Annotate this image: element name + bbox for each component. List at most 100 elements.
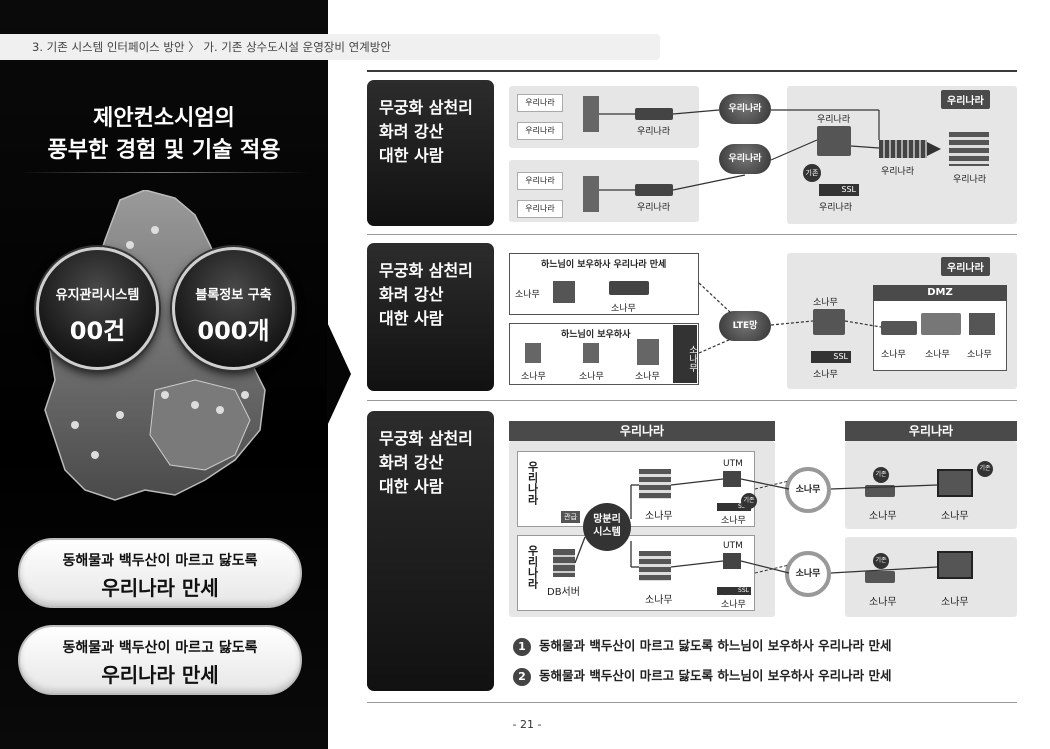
pill-line2: 우리나라 만세 xyxy=(101,576,219,600)
bottom-rule xyxy=(367,702,1017,703)
gijon-badge: 기존 xyxy=(977,461,993,477)
node-label: 우리나라 xyxy=(881,167,915,177)
pc-monitor-icon xyxy=(937,551,973,579)
section-title-line: 무궁화 삼천리 xyxy=(379,429,473,448)
device-icon xyxy=(637,339,659,365)
stat-label: 블록정보 구축 xyxy=(195,288,272,303)
gijon-badge: 기존 xyxy=(873,467,889,483)
node-label: 소나무 xyxy=(941,597,969,608)
node-label: 소나무 xyxy=(645,595,673,606)
node-label: 소나무 xyxy=(635,372,660,382)
section-title-line: 무궁화 삼천리 xyxy=(379,98,473,117)
section-diagram: 우리나라 우리나라 우리나라 우리나라 우리나라 우리나라 우리나라 우리나라 … xyxy=(501,80,1017,226)
node-label: 소나무 xyxy=(869,511,897,522)
box-title: 하느님이 보우하사 우리나라 만세 xyxy=(541,260,667,270)
device-label: 우리나라 xyxy=(637,203,671,213)
ssl-device: SSL xyxy=(811,351,851,363)
node-label: 소나무 xyxy=(521,372,546,382)
node-label: 소나무 xyxy=(611,304,636,314)
sensor-icon xyxy=(553,281,575,303)
zone-label: 우리나라 xyxy=(526,461,539,505)
pill-line1: 동해물과 백두산이 마르고 닳도록 xyxy=(62,553,258,569)
breadcrumb: 3. 기존 시스템 인터페이스 방안 〉 가. 기존 상수도시설 운영장비 연계… xyxy=(0,34,660,60)
server-stack-icon xyxy=(639,551,671,581)
node-label: 소나무 xyxy=(941,511,969,522)
arrow-icon xyxy=(927,142,941,156)
network-node: 소나무 xyxy=(785,551,831,597)
stat-circle-block: 블록정보 구축 000개 xyxy=(172,247,295,370)
network-node: 소나무 xyxy=(785,467,831,513)
left-title-line2: 풍부한 경험 및 기술 적용 xyxy=(47,138,281,163)
section-title-line: 대한 사람 xyxy=(379,146,444,165)
node-label: 우리나라 xyxy=(817,115,851,125)
device-label: 우리나라 xyxy=(637,127,671,137)
node-label: 소나무 xyxy=(869,597,897,608)
center-header-right: 우리나라 xyxy=(845,421,1017,441)
server-rack-icon xyxy=(879,140,927,158)
node-label: 소나무 xyxy=(881,350,906,360)
connection-lines xyxy=(599,109,880,191)
network-separation-system: 망분리 시스템 xyxy=(583,503,631,551)
server-stack-icon xyxy=(639,469,671,499)
center-header-left: 우리나라 xyxy=(509,421,775,441)
modem-icon xyxy=(865,571,895,583)
cloud-network: 우리나라 xyxy=(719,94,771,124)
section-diagram: 우리나라 우리나라 우리나라 망분리 시스템 관급 DB서버 소나무 소나무 U… xyxy=(501,411,1017,691)
gijon-badge: 기존 xyxy=(873,553,889,569)
left-panel: 제안컨소시엄의 풍부한 경험 및 기술 적용 유지관리시스템 00건 블록정보 … xyxy=(0,0,328,749)
connection-lines xyxy=(574,478,938,574)
node-label: 소나무 xyxy=(645,511,673,522)
gwangyo-badge: 관급 xyxy=(561,511,580,523)
pc-monitor-icon xyxy=(937,469,973,497)
section-title: 무궁화 삼천리 화려 강산 대한 사람 xyxy=(367,411,494,691)
section-title: 무궁화 삼천리 화려 강산 대한 사람 xyxy=(367,243,494,391)
section-divider xyxy=(367,234,1017,235)
device-icon xyxy=(583,176,599,212)
stat-label: 유지관리시스템 xyxy=(55,288,140,303)
router-icon xyxy=(609,281,649,295)
side-label: 소나무 xyxy=(673,325,697,383)
section-title-line: 무궁화 삼천리 xyxy=(379,261,473,280)
box-title: 하느님이 보우하사 xyxy=(561,330,631,340)
highlight-pill-2: 동해물과 백두산이 마르고 닳도록 우리나라 만세 xyxy=(18,625,302,695)
db-server-icon xyxy=(553,549,575,577)
note-number: 1 xyxy=(513,638,531,656)
node-label: 소나무 xyxy=(721,516,746,526)
valve-icon xyxy=(525,343,541,363)
page-number: - 21 - xyxy=(512,718,542,731)
note-number: 2 xyxy=(513,668,531,686)
site-label: 우리나라 xyxy=(517,200,563,218)
stat-circle-maintenance: 유지관리시스템 00건 xyxy=(36,247,159,370)
note-text: 동해물과 백두산이 마르고 닳도록 하느님이 보우하사 우리나라 만세 xyxy=(539,638,892,653)
meter-icon xyxy=(583,343,599,363)
left-title: 제안컨소시엄의 풍부한 경험 및 기술 적용 xyxy=(0,103,328,167)
note-2: 2 동해물과 백두산이 마르고 닳도록 하느님이 보우하사 우리나라 만세 xyxy=(513,665,891,686)
section-1: 무궁화 삼천리 화려 강산 대한 사람 우리나라 우리나라 우리나라 우리나라 … xyxy=(367,80,1017,226)
node-label: 소나무 xyxy=(515,290,540,300)
section-title-line: 화려 강산 xyxy=(379,453,444,472)
left-title-line1: 제안컨소시엄의 xyxy=(93,106,235,131)
note-1: 1 동해물과 백두산이 마르고 닳도록 하느님이 보우하사 우리나라 만세 xyxy=(513,635,891,656)
utm-label: UTM xyxy=(723,459,743,469)
node-label: 소나무 xyxy=(967,350,992,360)
node-label: 소나무 xyxy=(579,372,604,382)
node-label: 소나무 xyxy=(813,298,838,308)
switch-icon xyxy=(921,313,961,335)
ssl-device: SSL xyxy=(819,184,859,196)
stat-value: 000개 xyxy=(197,317,270,345)
top-rule xyxy=(367,70,1017,72)
note-text: 동해물과 백두산이 마르고 닳도록 하느님이 보우하사 우리나라 만세 xyxy=(539,668,892,683)
ssl-device: SSL xyxy=(717,587,751,595)
device-icon xyxy=(583,96,599,132)
center-tag: 우리나라 xyxy=(941,257,990,276)
panel-arrow xyxy=(327,322,351,426)
section-divider xyxy=(367,400,1017,401)
db-label: DB서버 xyxy=(547,587,580,598)
section-title-line: 대한 사람 xyxy=(379,309,444,328)
section-3: 무궁화 삼천리 화려 강산 대한 사람 우리나라 우리나라 우리나라 망분리 시… xyxy=(367,411,1017,691)
zone-label: 우리나라 xyxy=(526,545,539,589)
server-icon xyxy=(881,321,917,335)
lte-cloud: LTE망 xyxy=(719,311,771,341)
pc-icon xyxy=(969,313,995,335)
section-2: 무궁화 삼천리 화려 강산 대한 사람 하느님이 보우하사 우리나라 만세 소나… xyxy=(367,243,1017,391)
